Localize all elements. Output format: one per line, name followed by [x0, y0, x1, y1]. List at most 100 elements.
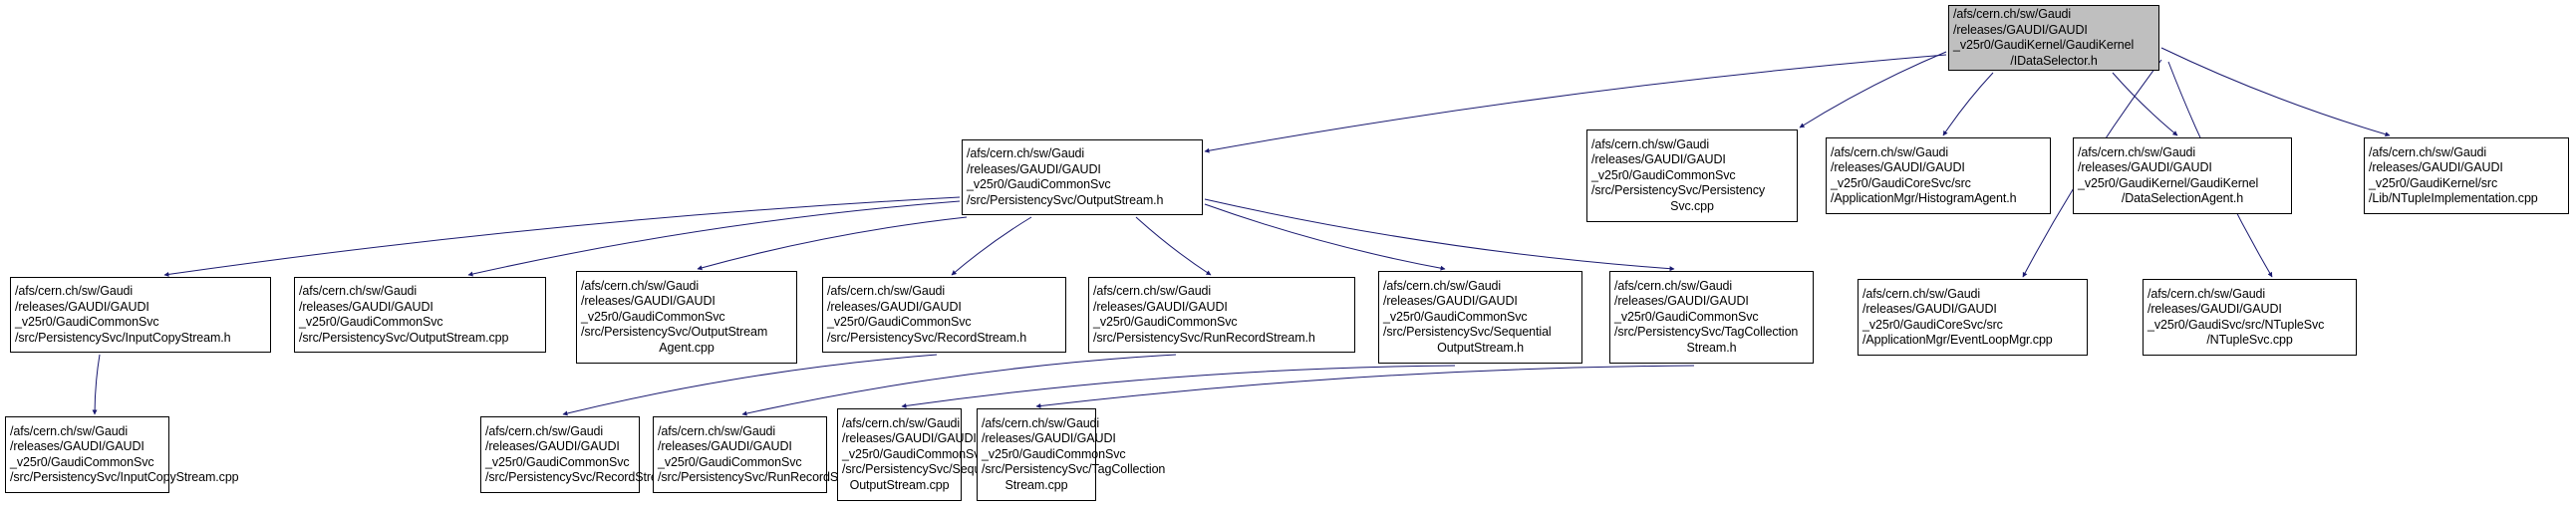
node-sequentialoutputstream-h[interactable]: /afs/cern.ch/sw/Gaudi/releases/GAUDI/GAU… — [1378, 271, 1582, 364]
node-text-line: /releases/GAUDI/GAUDI — [2369, 160, 2503, 174]
node-text-line: /ApplicationMgr/HistogramAgent.h — [1831, 191, 2017, 205]
node-text-line: /releases/GAUDI/GAUDI — [842, 431, 977, 446]
node-outputstream-h[interactable]: /afs/cern.ch/sw/Gaudi/releases/GAUDI/GAU… — [962, 139, 1203, 215]
node-text-line: /afs/cern.ch/sw/Gaudi — [1614, 278, 1733, 293]
node-text-line: /afs/cern.ch/sw/Gaudi — [10, 423, 129, 438]
node-sequentialoutputstream-cpp[interactable]: /afs/cern.ch/sw/Gaudi/releases/GAUDI/GAU… — [837, 408, 1010, 501]
node-outputstream-cpp[interactable]: /afs/cern.ch/sw/Gaudi/releases/GAUDI/GAU… — [294, 277, 546, 353]
node-runrecordstream-h[interactable]: /afs/cern.ch/sw/Gaudi/releases/GAUDI/GAU… — [1088, 277, 1355, 353]
node-ntuplesvc-cpp[interactable]: /afs/cern.ch/sw/Gaudi/releases/GAUDI/GAU… — [2143, 279, 2357, 356]
node-idataselector-h[interactable]: /afs/cern.ch/sw/Gaudi/releases/GAUDI/GAU… — [1948, 5, 2159, 71]
node-text-line: /releases/GAUDI/GAUDI — [485, 439, 620, 453]
node-text-line: /releases/GAUDI/GAUDI — [967, 161, 1101, 176]
node-text-line: /afs/cern.ch/sw/Gaudi — [1953, 7, 2072, 21]
edge-sequentialoutputstream-h-to-cpp — [901, 365, 1456, 408]
node-text-line: /afs/cern.ch/sw/Gaudi — [581, 278, 700, 293]
node-text-line: /src/PersistencySvc/Sequential — [842, 462, 1010, 477]
node-runrecordstream-cpp[interactable]: /afs/cern.ch/sw/Gaudi/releases/GAUDI/GAU… — [653, 416, 893, 493]
node-recordstream-h[interactable]: /afs/cern.ch/sw/Gaudi/releases/GAUDI/GAU… — [822, 277, 1066, 353]
node-text-line: /afs/cern.ch/sw/Gaudi — [1093, 284, 1212, 298]
node-text-line: /src/PersistencySvc/RunRecordStream.h — [1093, 330, 1315, 345]
edge-recordstream-h-to-cpp — [562, 354, 938, 416]
node-text-line: /releases/GAUDI/GAUDI — [1383, 294, 1518, 309]
node-tagcollectionstream-cpp[interactable]: /afs/cern.ch/sw/Gaudi/releases/GAUDI/GAU… — [977, 408, 1166, 501]
node-text-line: /releases/GAUDI/GAUDI — [827, 299, 962, 314]
edge-outputstream-h-to-outputstream-cpp — [467, 200, 961, 277]
node-text-line: /afs/cern.ch/sw/Gaudi — [1831, 144, 1949, 159]
node-text-line: _v25r0/GaudiKernel/GaudiKernel — [1953, 38, 2135, 52]
node-text-line: Agent.cpp — [659, 340, 715, 355]
node-text-line: _v25r0/GaudiCommonSvc — [581, 309, 725, 324]
node-text-line: /src/PersistencySvc/TagCollection — [982, 462, 1166, 477]
node-text-line: /Lib/NTupleImplementation.cpp — [2369, 191, 2538, 205]
node-recordstream-cpp[interactable]: /afs/cern.ch/sw/Gaudi/releases/GAUDI/GAU… — [480, 416, 698, 493]
node-text-line: /releases/GAUDI/GAUDI — [2147, 302, 2282, 316]
node-text-line: /releases/GAUDI/GAUDI — [1591, 152, 1726, 167]
node-text-line: /src/PersistencySvc/TagCollection — [1614, 325, 1799, 340]
edge-outputstream-h-to-inputcopystream-h — [163, 196, 961, 277]
edge-idataselector-to-dataselectionagent-h — [2112, 72, 2178, 136]
node-text-line: /afs/cern.ch/sw/Gaudi — [2369, 144, 2487, 159]
edge-tagcollectionstream-h-to-cpp — [1035, 365, 1695, 408]
node-ntupleimplementation-cpp[interactable]: /afs/cern.ch/sw/Gaudi/releases/GAUDI/GAU… — [2364, 137, 2569, 214]
edge-outputstream-h-to-outputstreamagent-cpp — [697, 216, 968, 271]
node-text-line: /releases/GAUDI/GAUDI — [982, 431, 1116, 446]
node-text-line: /afs/cern.ch/sw/Gaudi — [2147, 286, 2266, 301]
node-text-line: _v25r0/GaudiCommonSvc — [1614, 309, 1759, 324]
node-text-line: /DataSelectionAgent.h — [2121, 191, 2244, 205]
edge-idataselector-to-ntupleimplementation-cpp — [2160, 47, 2391, 137]
edge-idataselector-to-persistencysvc-cpp — [1799, 51, 1947, 128]
node-text-line: /src/PersistencySvc/InputCopyStream.cpp — [10, 470, 239, 484]
node-outputstreamagent-cpp[interactable]: /afs/cern.ch/sw/Gaudi/releases/GAUDI/GAU… — [576, 271, 797, 364]
node-text-line: /afs/cern.ch/sw/Gaudi — [982, 415, 1100, 430]
node-text-line: _v25r0/GaudiCommonSvc — [827, 315, 972, 329]
node-text-line: /releases/GAUDI/GAUDI — [581, 294, 716, 309]
node-text-line: _v25r0/GaudiCommonSvc — [967, 177, 1111, 191]
node-text-line: /IDataSelector.h — [2010, 53, 2098, 68]
node-tagcollectionstream-h[interactable]: /afs/cern.ch/sw/Gaudi/releases/GAUDI/GAU… — [1609, 271, 1814, 364]
node-text-line: _v25r0/GaudiCommonSvc — [485, 454, 630, 469]
node-text-line: /ApplicationMgr/EventLoopMgr.cpp — [1862, 333, 2053, 347]
node-text-line: _v25r0/GaudiCommonSvc — [15, 315, 159, 329]
node-text-line: /afs/cern.ch/sw/Gaudi — [299, 284, 418, 298]
node-text-line: /afs/cern.ch/sw/Gaudi — [15, 284, 134, 298]
node-text-line: _v25r0/GaudiSvc/src/NTupleSvc — [2147, 317, 2325, 332]
node-text-line: /src/PersistencySvc/RecordStream.h — [827, 330, 1027, 345]
edge-outputstream-h-to-runrecordstream-h — [1135, 216, 1212, 276]
node-text-line: _v25r0/GaudiKernel/src — [2369, 175, 2498, 190]
node-text-line: _v25r0/GaudiCommonSvc — [842, 446, 987, 461]
edge-inputcopystream-h-to-cpp — [92, 354, 101, 415]
node-text-line: /afs/cern.ch/sw/Gaudi — [1591, 136, 1710, 151]
node-text-line: _v25r0/GaudiCommonSvc — [658, 454, 802, 469]
node-text-line: /afs/cern.ch/sw/Gaudi — [658, 423, 776, 438]
node-text-line: /releases/GAUDI/GAUDI — [10, 439, 144, 453]
node-text-line: /releases/GAUDI/GAUDI — [658, 439, 792, 453]
edge-outputstream-h-to-sequentialoutputstream-h — [1204, 203, 1446, 271]
node-inputcopystream-cpp[interactable]: /afs/cern.ch/sw/Gaudi/releases/GAUDI/GAU… — [5, 416, 239, 493]
node-text-line: /releases/GAUDI/GAUDI — [2078, 160, 2212, 174]
node-persistencysvc-cpp[interactable]: /afs/cern.ch/sw/Gaudi/releases/GAUDI/GAU… — [1586, 129, 1798, 222]
node-text-line: /afs/cern.ch/sw/Gaudi — [967, 146, 1085, 160]
node-inputcopystream-h[interactable]: /afs/cern.ch/sw/Gaudi/releases/GAUDI/GAU… — [10, 277, 271, 353]
node-text-line: /afs/cern.ch/sw/Gaudi — [827, 284, 946, 298]
node-text-line: /src/PersistencySvc/Sequential — [1383, 325, 1552, 340]
node-text-line: OutputStream.h — [1437, 340, 1524, 355]
node-text-line: /src/PersistencySvc/Persistency — [1591, 183, 1766, 198]
node-text-line: /src/PersistencySvc/InputCopyStream.h — [15, 330, 231, 345]
node-dataselectionagent-h[interactable]: /afs/cern.ch/sw/Gaudi/releases/GAUDI/GAU… — [2073, 137, 2292, 214]
node-text-line: /releases/GAUDI/GAUDI — [1831, 160, 1965, 174]
node-text-line: /src/PersistencySvc/OutputStream.cpp — [299, 330, 509, 345]
node-eventloopmgr-cpp[interactable]: /afs/cern.ch/sw/Gaudi/releases/GAUDI/GAU… — [1858, 279, 2088, 356]
node-text-line: /afs/cern.ch/sw/Gaudi — [2078, 144, 2196, 159]
node-text-line: /releases/GAUDI/GAUDI — [1862, 302, 1997, 316]
node-histogramagent-h[interactable]: /afs/cern.ch/sw/Gaudi/releases/GAUDI/GAU… — [1826, 137, 2051, 214]
node-text-line: /afs/cern.ch/sw/Gaudi — [485, 423, 604, 438]
node-text-line: /releases/GAUDI/GAUDI — [15, 299, 149, 314]
node-text-line: _v25r0/GaudiCommonSvc — [299, 315, 443, 329]
node-text-line: _v25r0/GaudiKernel/GaudiKernel — [2078, 175, 2259, 190]
node-text-line: /releases/GAUDI/GAUDI — [1093, 299, 1228, 314]
node-text-line: /afs/cern.ch/sw/Gaudi — [842, 415, 961, 430]
node-text-line: _v25r0/GaudiCommonSvc — [1383, 309, 1528, 324]
